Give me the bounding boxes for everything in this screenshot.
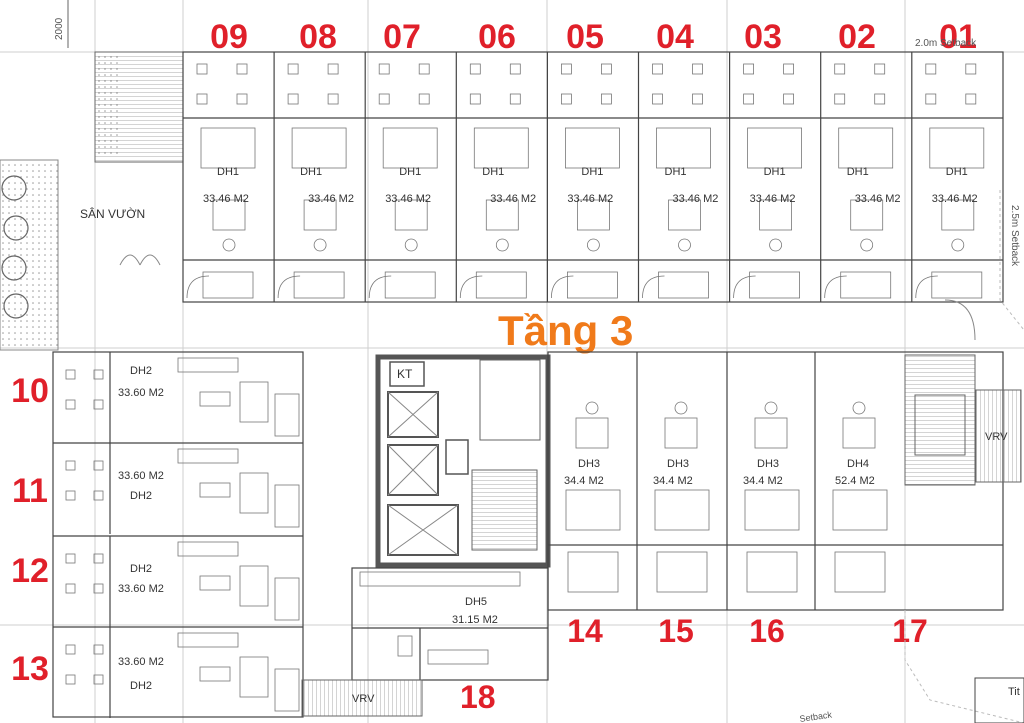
unit-number-03: 03 <box>744 18 782 56</box>
setback-right: 2.5m Setback <box>1009 205 1020 267</box>
unit-type-07: DH1 <box>399 166 421 178</box>
unit-area-02: 33.46 M2 <box>855 193 901 205</box>
unit-area-11: 33.60 M2 <box>118 470 164 482</box>
unit-type-08: DH1 <box>300 166 322 178</box>
dimension-text: 2000 <box>54 17 65 40</box>
unit-area-14: 34.4 M2 <box>564 475 604 487</box>
unit-type-05: DH1 <box>581 166 603 178</box>
core-block: KT <box>375 354 551 568</box>
unit-18-area: 31.15 M2 <box>452 614 498 626</box>
unit-number-07: 07 <box>383 18 421 56</box>
unit-number-06: 06 <box>478 18 516 56</box>
unit-number-11: 11 <box>12 472 48 510</box>
unit-type-03: DH1 <box>764 166 786 178</box>
unit-area-03: 33.46 M2 <box>750 193 796 205</box>
unit-18-number: 18 <box>460 679 496 715</box>
unit-18-type: DH5 <box>465 596 487 608</box>
corner-label: Tit <box>1008 686 1020 698</box>
unit-number-15: 15 <box>658 613 694 649</box>
unit-area-10: 33.60 M2 <box>118 387 164 399</box>
unit-type-14: DH3 <box>578 458 600 470</box>
unit-area-13: 33.60 M2 <box>118 656 164 668</box>
unit-number-04: 04 <box>656 18 694 56</box>
unit-area-08: 33.46 M2 <box>308 193 354 205</box>
unit-18-block <box>351 567 549 681</box>
unit-type-17: DH4 <box>847 458 869 470</box>
unit-area-09: 33.46 M2 <box>203 193 249 205</box>
unit-number-08: 08 <box>299 18 337 56</box>
unit-type-12: DH2 <box>130 563 152 575</box>
setback-top: 2.0m Setback <box>915 38 977 49</box>
unit-type-02: DH1 <box>847 166 869 178</box>
unit-number-14: 14 <box>567 613 603 649</box>
unit-type-16: DH3 <box>757 458 779 470</box>
unit-number-01: 01 <box>939 18 977 56</box>
vrv-right-label: VRV <box>985 431 1008 443</box>
unit-area-06: 33.46 M2 <box>490 193 536 205</box>
unit-area-15: 34.4 M2 <box>653 475 693 487</box>
unit-area-04: 33.46 M2 <box>673 193 719 205</box>
garden-area <box>0 159 59 351</box>
unit-number-02: 02 <box>838 18 876 56</box>
unit-area-17: 52.4 M2 <box>835 475 875 487</box>
kt-label: KT <box>397 367 413 381</box>
setback-bottom: Setback <box>799 709 833 723</box>
unit-number-09: 09 <box>210 18 248 56</box>
unit-type-09: DH1 <box>217 166 239 178</box>
unit-number-16: 16 <box>749 613 785 649</box>
unit-type-11: DH2 <box>130 490 152 502</box>
right-stair <box>904 299 976 486</box>
unit-number-17: 17 <box>892 613 928 649</box>
unit-number-10: 10 <box>11 372 49 410</box>
unit-type-10: DH2 <box>130 365 152 377</box>
unit-area-12: 33.60 M2 <box>118 583 164 595</box>
garden-trees <box>1 175 29 319</box>
unit-type-04: DH1 <box>665 166 687 178</box>
unit-type-15: DH3 <box>667 458 689 470</box>
unit-type-13: DH2 <box>130 680 152 692</box>
garden-label: SÂN VƯỜN <box>80 206 145 221</box>
unit-number-05: 05 <box>566 18 604 56</box>
unit-type-06: DH1 <box>482 166 504 178</box>
vrv-bottom-label: VRV <box>352 693 375 705</box>
unit-area-05: 33.46 M2 <box>567 193 613 205</box>
unit-number-13: 13 <box>11 650 49 688</box>
unit-area-16: 34.4 M2 <box>743 475 783 487</box>
unit-number-12: 12 <box>11 552 49 590</box>
unit-area-07: 33.46 M2 <box>385 193 431 205</box>
vrv-bottom-area <box>301 679 423 717</box>
unit-area-01: 33.46 M2 <box>932 193 978 205</box>
unit-type-01: DH1 <box>946 166 968 178</box>
vrv-right-area <box>975 389 1022 483</box>
floor-label: Tầng 3 <box>498 307 633 354</box>
